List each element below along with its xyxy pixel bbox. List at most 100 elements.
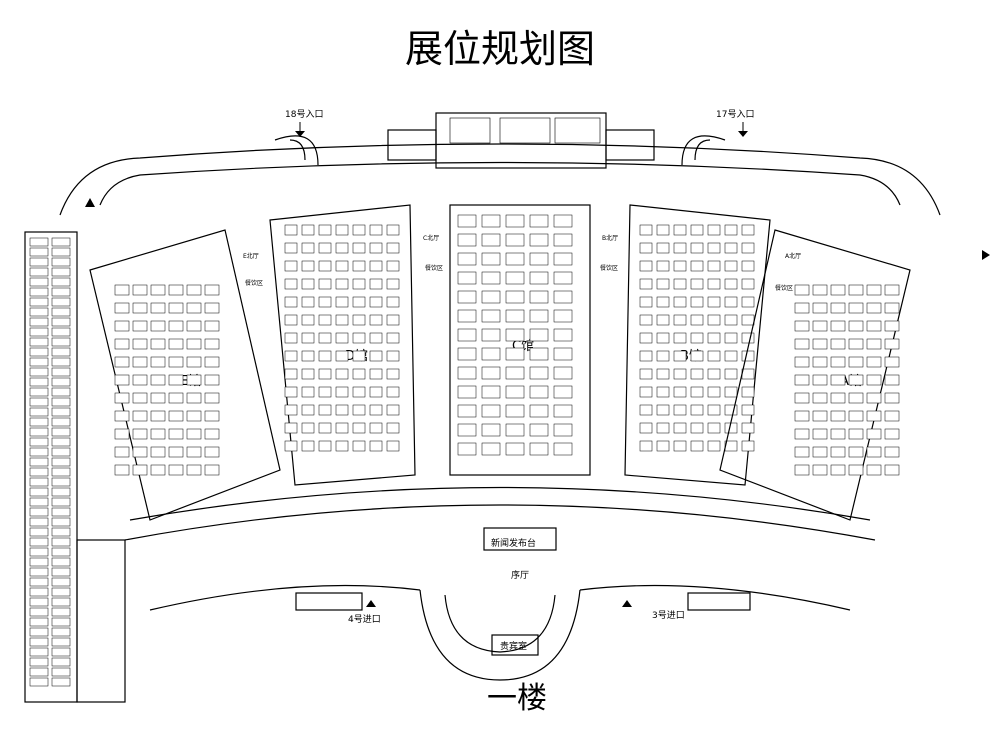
b-north-hall-label: B北厅 <box>602 234 618 242</box>
booth <box>481 404 501 418</box>
booth <box>690 278 704 290</box>
booth <box>553 252 573 266</box>
booth <box>301 440 315 452</box>
booth <box>318 296 332 308</box>
booth <box>724 224 738 236</box>
booth <box>707 440 721 452</box>
booth <box>481 252 501 266</box>
booth <box>741 296 755 308</box>
booth <box>352 350 366 362</box>
booth <box>656 386 670 398</box>
booth <box>186 284 202 296</box>
booth <box>656 404 670 416</box>
booth <box>51 677 71 687</box>
booth <box>812 302 828 314</box>
booth <box>29 567 49 577</box>
arrow-up-icon <box>85 198 95 207</box>
booth <box>553 442 573 456</box>
booth <box>168 302 184 314</box>
booth <box>204 338 220 350</box>
booth <box>707 278 721 290</box>
booth <box>741 440 755 452</box>
booth <box>186 428 202 440</box>
booth <box>132 428 148 440</box>
booth <box>690 422 704 434</box>
booth <box>51 617 71 627</box>
booth <box>673 368 687 380</box>
booth <box>794 374 810 386</box>
booth <box>457 385 477 399</box>
booth <box>204 428 220 440</box>
left-stall-strip <box>24 231 126 703</box>
booth <box>51 257 71 267</box>
booth <box>707 242 721 254</box>
booth <box>529 271 549 285</box>
booth <box>51 517 71 527</box>
booth <box>656 332 670 344</box>
a-north-hall-label: A北厅 <box>785 252 801 260</box>
booth <box>335 332 349 344</box>
booth <box>204 320 220 332</box>
booth <box>866 320 882 332</box>
booth <box>29 237 49 247</box>
booth <box>812 428 828 440</box>
booth <box>51 457 71 467</box>
arrow-up-icon <box>366 600 376 607</box>
entrance-4: 4号进口 <box>348 600 381 625</box>
booth <box>284 386 298 398</box>
booth <box>29 657 49 667</box>
booth <box>168 392 184 404</box>
booth <box>505 271 525 285</box>
booth <box>301 350 315 362</box>
booth <box>186 356 202 368</box>
booth <box>318 278 332 290</box>
booth <box>369 260 383 272</box>
booth <box>848 356 864 368</box>
booth <box>284 368 298 380</box>
booth <box>848 284 864 296</box>
booth <box>29 307 49 317</box>
booth <box>639 278 653 290</box>
booth <box>168 284 184 296</box>
booth <box>204 356 220 368</box>
booth <box>690 296 704 308</box>
booth <box>884 428 900 440</box>
booth <box>690 224 704 236</box>
booth <box>301 224 315 236</box>
booth <box>150 374 166 386</box>
booth <box>690 260 704 272</box>
booth <box>204 302 220 314</box>
booth <box>830 284 846 296</box>
booth <box>29 437 49 447</box>
booth <box>639 296 653 308</box>
booth <box>884 374 900 386</box>
booth <box>132 356 148 368</box>
booth <box>848 392 864 404</box>
booth <box>284 332 298 344</box>
booth <box>457 328 477 342</box>
booth <box>553 423 573 437</box>
booth <box>707 368 721 380</box>
booth <box>29 557 49 567</box>
booth <box>318 440 332 452</box>
booth <box>51 237 71 247</box>
booth <box>866 392 882 404</box>
booth <box>812 392 828 404</box>
booth <box>29 537 49 547</box>
booth <box>51 427 71 437</box>
booth <box>553 309 573 323</box>
booth <box>741 314 755 326</box>
booth <box>741 386 755 398</box>
booth <box>301 422 315 434</box>
booth <box>724 404 738 416</box>
booth <box>369 386 383 398</box>
booth <box>386 368 400 380</box>
booth <box>132 338 148 350</box>
booth <box>51 307 71 317</box>
booth <box>673 278 687 290</box>
booth <box>51 367 71 377</box>
booth <box>724 314 738 326</box>
booth <box>866 464 882 476</box>
booth <box>848 410 864 422</box>
booth <box>457 309 477 323</box>
